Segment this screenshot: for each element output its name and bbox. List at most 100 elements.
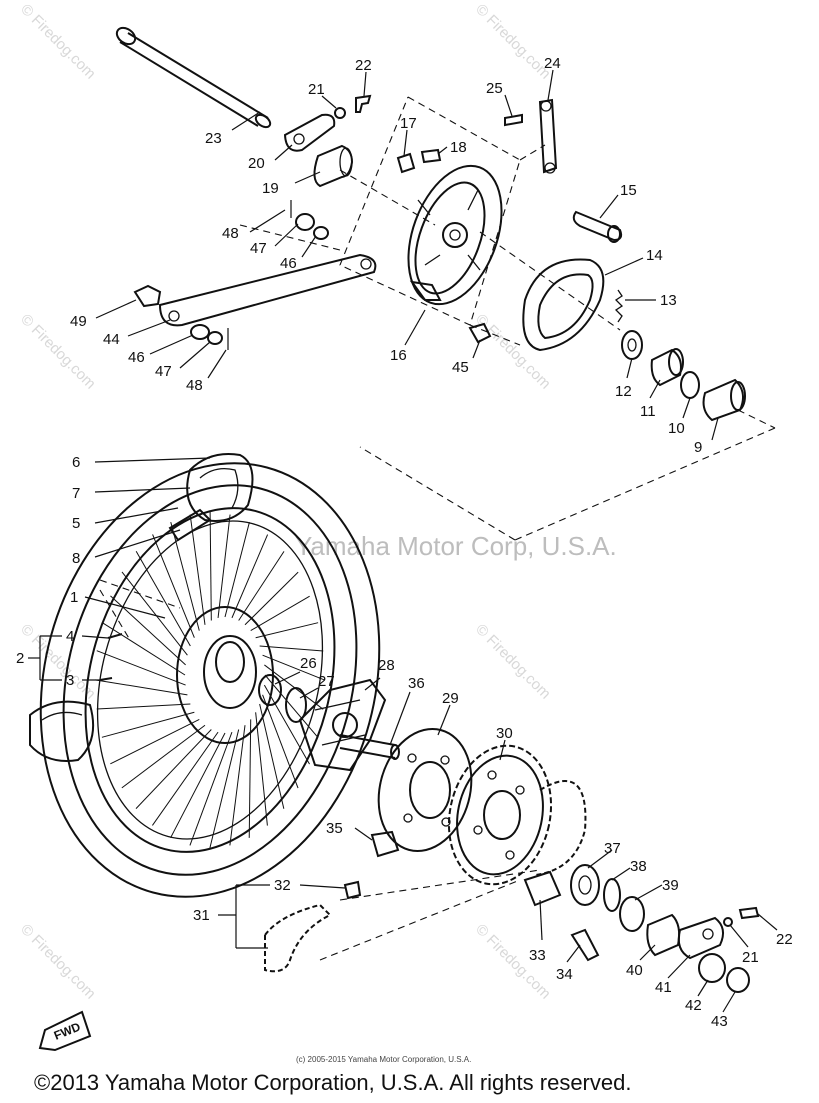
spoke-line [255,712,268,826]
watermark-center: Yamaha Motor Corp, U.S.A. [295,531,617,561]
callout-11: 11 [640,403,656,420]
callout-41: 41 [655,979,672,996]
spoke-line [255,622,319,639]
callout-28: 28 [378,657,395,674]
callout-19: 19 [262,180,279,197]
callout-40: 40 [626,962,643,979]
spoke-line [121,571,188,656]
spoke-line [224,522,250,618]
brake-panel-dashed-group [99,96,776,641]
callout-47: 47 [155,363,172,380]
callout-3: 3 [66,672,74,689]
callout-48: 48 [222,225,239,242]
callout-15: 15 [620,182,637,199]
torque-arm-hardware-upper [290,200,329,240]
wheel-spokes [94,511,326,849]
chain-adjuster-parts [523,870,600,962]
spoke-line [262,694,299,789]
watermark-layer: © Firedog.com © Firedog.com © Firedog.co… [17,1,617,1003]
spoke-line [231,534,269,619]
brake-shoe-plate [407,164,503,306]
callout-8: 8 [72,550,80,567]
callout-16: 16 [390,347,407,364]
spoke-line [170,521,200,631]
callout-6: 6 [72,454,80,471]
callout-35: 35 [326,820,343,837]
watermark-text: © Firedog.com [472,621,554,703]
cam-lever-parts [504,98,558,174]
brake-bolt-part [468,322,492,344]
chain-joint-parts [343,830,400,900]
spoke-line [152,534,195,638]
callout-31: 31 [193,907,210,924]
callout-13: 13 [660,292,677,309]
rear-sprocket [447,744,553,886]
callout-23: 23 [205,130,222,147]
callout-10: 10 [668,420,685,437]
brake-shoe-part [522,258,624,352]
forward-direction-arrow: FWD [38,1010,92,1052]
callout-20: 20 [248,155,265,172]
spoke-line [101,621,186,676]
watermark-text: © Firedog.com [17,921,99,1003]
callout-18: 18 [450,139,467,156]
spoke-line [135,729,212,809]
spoke-line [189,514,206,625]
sprocket-shaft [339,734,400,760]
callout-43: 43 [711,1013,728,1030]
spoke-line [263,684,310,765]
callout-7: 7 [72,485,80,502]
callout-36: 36 [408,675,425,692]
callout-5: 5 [72,515,80,532]
watermark-text: © Firedog.com [17,1,99,83]
callout-21: 21 [742,949,759,966]
spoke-line [264,674,319,738]
callout-48: 48 [186,377,203,394]
spoke-line [250,595,310,632]
callout-1: 1 [70,589,78,606]
callout-44: 44 [103,331,120,348]
callout-42: 42 [685,997,702,1014]
spoke-line [262,654,326,681]
cam-bolt-parts [396,148,442,174]
callout-17: 17 [400,115,417,132]
spoke-line [244,571,299,626]
spoke-nipple-parts [99,633,123,681]
callout-4: 4 [66,628,74,645]
callout-47: 47 [250,240,267,257]
spoke-line [209,729,240,849]
callout-9: 9 [694,439,702,456]
spoke-line [96,703,191,710]
spoke-line [96,650,186,686]
callout-38: 38 [630,858,647,875]
spoke-line [259,645,324,652]
spoke-line [151,731,219,826]
spoke-line [101,711,195,738]
drive-chain [264,780,587,973]
callout-2: 2 [16,650,24,667]
callout-21: 21 [308,81,325,98]
callout-27: 27 [318,673,335,690]
callout-22: 22 [776,931,793,948]
callout-leader-lines [28,69,778,1013]
spoke-line [189,731,233,846]
cutaway-tire-bottom [29,700,94,762]
footer-copyright: ©2013 Yamaha Motor Corporation, U.S.A. A… [34,1070,631,1095]
torque-arm-part [133,253,377,327]
callout-12: 12 [615,383,632,400]
small-copyright: (c) 2005-2015 Yamaha Motor Corporation, … [296,1055,471,1064]
callout-22: 22 [355,57,372,74]
callout-30: 30 [496,725,513,742]
clutch-hub-damper [298,678,387,772]
callout-14: 14 [646,247,663,264]
callout-49: 49 [70,313,87,330]
torque-arm-hardware-lower [190,324,229,350]
callout-33: 33 [529,947,546,964]
callout-32: 32 [274,877,291,894]
callout-29: 29 [442,690,459,707]
callout-34: 34 [556,966,573,983]
callout-46: 46 [280,255,297,272]
spoke-line [121,724,206,789]
spoke-line [248,719,252,838]
